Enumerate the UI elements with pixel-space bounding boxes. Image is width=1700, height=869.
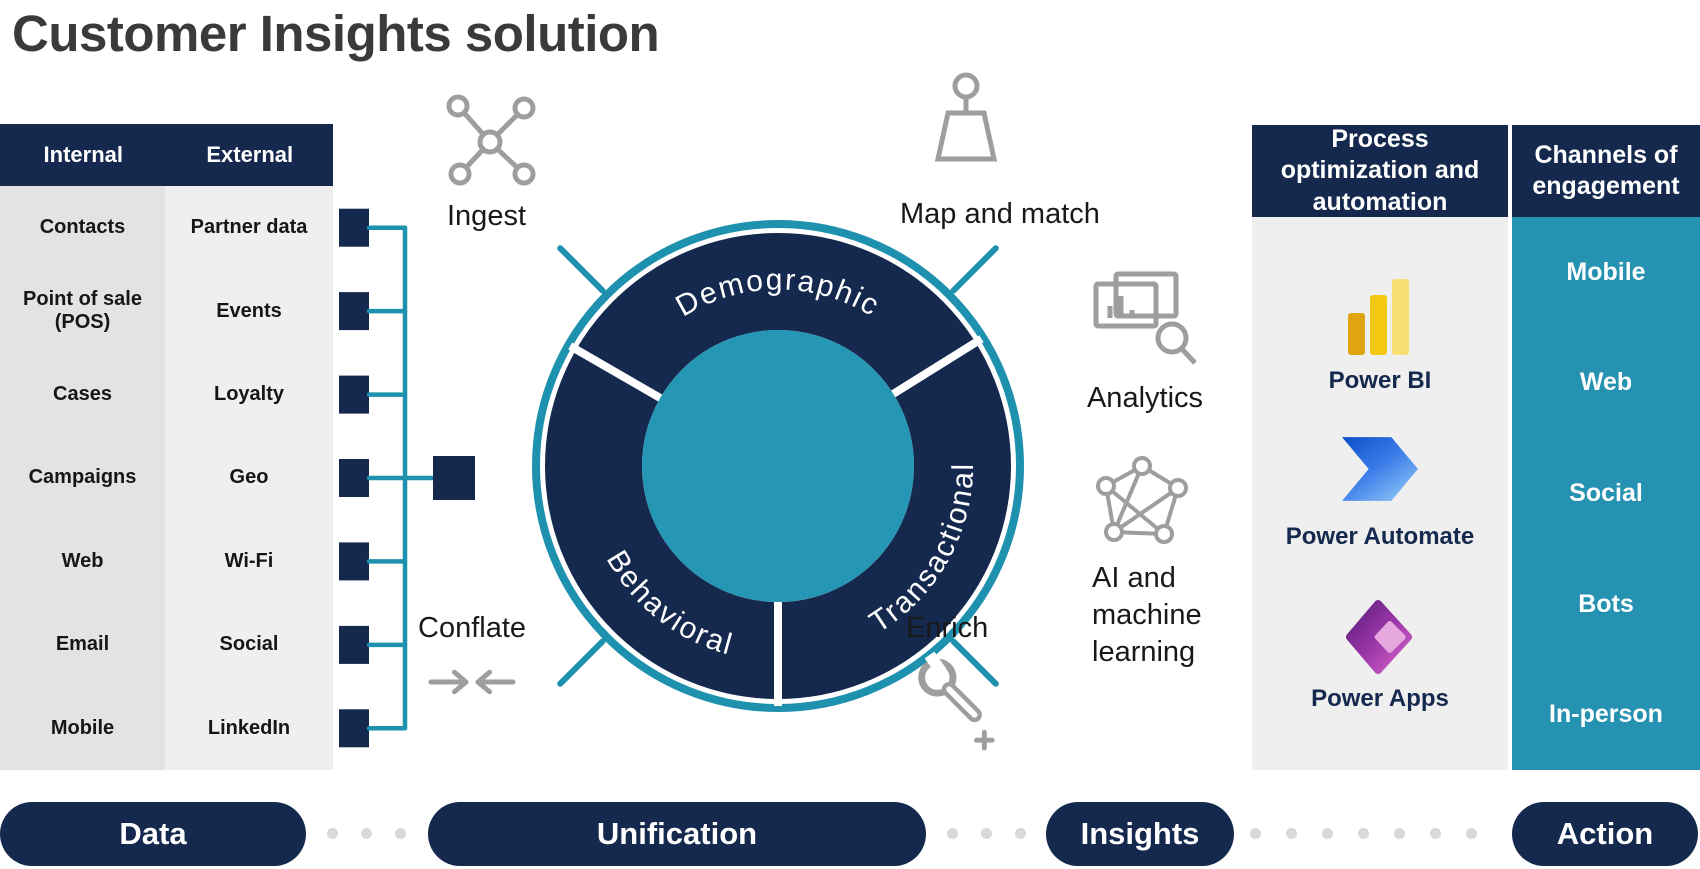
- internal-column-header: Internal: [43, 142, 123, 167]
- dot: [1015, 828, 1026, 839]
- ai-ml-icon: [1090, 456, 1190, 556]
- channel-item: Social: [1569, 478, 1643, 507]
- stage-pill-unification: Unification: [428, 802, 926, 866]
- internal-source: Cases: [0, 352, 165, 437]
- map-and-match-icon: [916, 68, 1016, 176]
- ingest-icon: [440, 86, 544, 190]
- external-source: Events: [165, 269, 333, 353]
- power-automate-icon: [1342, 437, 1418, 501]
- table-row: Email Social: [0, 603, 333, 687]
- power-apps-icon: [1344, 597, 1416, 677]
- channel-item: In-person: [1549, 700, 1663, 729]
- stage-pill-insights: Insights: [1046, 802, 1234, 866]
- ai-ml-label: AI and machine learning: [1092, 562, 1202, 668]
- enrich-icon: [906, 650, 1000, 756]
- external-source: Social: [165, 603, 333, 687]
- stage-pill-action: Action: [1512, 802, 1698, 866]
- conflate-icon: [428, 660, 516, 704]
- table-row: Contacts Partner data: [0, 186, 333, 270]
- internal-source: Contacts: [0, 186, 165, 270]
- bracket-lines: [366, 225, 436, 731]
- ring-inner-circle: [642, 330, 914, 602]
- segment-label-demographic: Demographic: [670, 263, 886, 323]
- dot: [1286, 828, 1297, 839]
- page-title: Customer Insights solution: [12, 5, 660, 62]
- power-automate-label: Power Automate: [1285, 523, 1475, 550]
- external-source: Wi-Fi: [165, 519, 333, 604]
- conflate-label: Conflate: [418, 612, 527, 644]
- analytics-label: Analytics: [1086, 382, 1204, 414]
- dot: [981, 828, 992, 839]
- channel-item: Bots: [1578, 589, 1634, 618]
- table-row: Campaigns Geo: [0, 436, 333, 520]
- table-row: Mobile LinkedIn: [0, 686, 333, 770]
- dot: [1466, 828, 1477, 839]
- source-squares: [339, 208, 369, 748]
- external-source: Geo: [165, 436, 333, 520]
- dot: [327, 828, 338, 839]
- enrich-label: Enrich: [906, 612, 989, 644]
- external-column-header: External: [206, 142, 294, 167]
- map-and-match-label: Map and match: [900, 198, 1100, 230]
- process-panel-body: Power BI Power Automate: [1252, 217, 1508, 770]
- channel-item: Web: [1579, 368, 1633, 397]
- dot: [361, 828, 372, 839]
- power-bi-label: Power BI: [1328, 367, 1432, 394]
- stage-pill-data: Data: [0, 802, 306, 866]
- internal-source: Mobile: [0, 686, 165, 770]
- external-source: Partner data: [165, 186, 333, 270]
- channels-panel-body: Mobile Web Social Bots In-person: [1512, 217, 1700, 770]
- process-panel-header: Process optimization and automation: [1252, 125, 1508, 217]
- table-row: Point of sale (POS) Events: [0, 269, 333, 353]
- data-sources-header: Internal External: [0, 124, 333, 186]
- dot: [1250, 828, 1261, 839]
- internal-source: Email: [0, 603, 165, 687]
- internal-source: Web: [0, 519, 165, 604]
- power-bi-icon: [1348, 279, 1412, 359]
- internal-source: Campaigns: [0, 436, 165, 520]
- dot: [1430, 828, 1441, 839]
- dot: [395, 828, 406, 839]
- table-row: Cases Loyalty: [0, 352, 333, 437]
- channels-panel-header: Channels of engagement: [1512, 125, 1700, 217]
- power-apps-label: Power Apps: [1311, 685, 1449, 712]
- channel-item: Mobile: [1566, 257, 1646, 286]
- external-source: LinkedIn: [165, 686, 333, 770]
- unification-ring: Demographic Behavioral Transactional: [532, 220, 1024, 712]
- data-sources-table: Contacts Partner data Point of sale (POS…: [0, 186, 333, 770]
- ring-navy-band: [545, 233, 1011, 699]
- dot: [1358, 828, 1369, 839]
- table-row: Web Wi-Fi: [0, 519, 333, 604]
- external-source: Loyalty: [165, 352, 333, 437]
- segment-label-behavioral: Behavioral: [600, 545, 737, 662]
- analytics-icon: [1088, 268, 1202, 370]
- merged-data-square: [433, 456, 475, 500]
- dot: [1394, 828, 1405, 839]
- ingest-label: Ingest: [447, 200, 526, 232]
- internal-source: Point of sale (POS): [0, 269, 165, 353]
- dot: [947, 828, 958, 839]
- dot: [1322, 828, 1333, 839]
